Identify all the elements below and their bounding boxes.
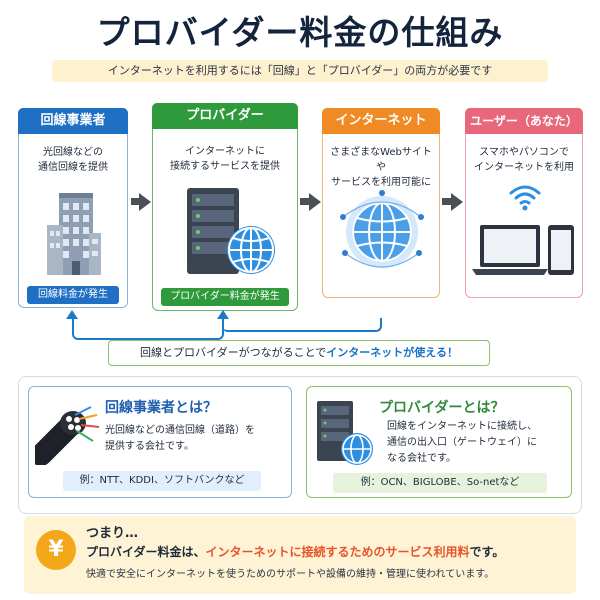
carrier-card: 回線事業者 光回線などの 通信回線を提供 回線料金が発生: [18, 108, 128, 308]
carrier-info-title: 回線事業者とは？: [105, 400, 217, 416]
carrier-card-desc: 光回線などの 通信回線を提供: [23, 145, 123, 175]
provider-examples: 例：OCN、BIGLOBE、So-netなど: [333, 473, 547, 493]
user-card-header: ユーザー（あなた）: [465, 108, 583, 134]
carrier-info-text: 光回線などの通信回線（道路）を 提供する会社です。: [105, 423, 255, 455]
connection-bracket-right: [222, 318, 382, 332]
fiber-cable-icon: [35, 406, 100, 465]
carrier-desc-line2: 通信回線を提供: [38, 162, 108, 173]
carrier-info-line2: 提供する会社です。: [105, 441, 194, 452]
server-globe-small-icon: [317, 401, 373, 465]
summary-lead: つまり…: [86, 526, 139, 541]
connection-bracket: [72, 318, 224, 340]
up-arrow-provider: [217, 310, 229, 319]
carrier-fee-label: 回線料金が発生: [27, 286, 119, 304]
subtitle-banner: インターネットを利用するには「回線」と「プロバイダー」の両方が必要です: [52, 60, 548, 82]
flow-arrow-2: [300, 193, 322, 211]
connection-note-highlight: インターネットが使える！: [326, 346, 458, 359]
carrier-card-header: 回線事業者: [18, 108, 128, 134]
user-card: ユーザー（あなた） スマホやパソコンで インターネットを利用: [465, 108, 583, 298]
internet-card-header: インターネット: [322, 108, 440, 134]
wifi-icon: [509, 185, 541, 211]
provider-card-desc: インターネットに 接続するサービスを提供: [157, 144, 293, 174]
summary-box: [24, 516, 576, 594]
user-card-desc: スマホやパソコンで インターネットを利用: [470, 145, 578, 175]
connection-note-text: 回線とプロバイダーがつながることで: [140, 346, 327, 359]
carrier-info-line1: 光回線などの通信回線（道路）を: [105, 425, 255, 436]
laptop-smartphone-icon: [472, 225, 574, 275]
provider-info-line2: 通信の出入口（ゲートウェイ）に: [387, 437, 537, 448]
provider-info-box: プロバイダーとは？ 回線をインターネットに接続し、 通信の出入口（ゲートウェイ）…: [306, 386, 572, 498]
user-desc-line2: インターネットを利用: [474, 162, 574, 173]
provider-desc-line1: インターネットに: [185, 146, 265, 157]
summary-highlight: インターネットに接続するためのサービス利用料: [205, 545, 470, 559]
provider-card: プロバイダー インターネットに 接続するサービスを提供 プロバイダー料金が発生: [152, 103, 298, 311]
summary-post: です。: [469, 545, 505, 559]
user-desc-line1: スマホやパソコンで: [479, 147, 569, 158]
flow-arrow-1: [131, 193, 151, 211]
summary-main: プロバイダー料金は、インターネットに接続するためのサービス利用料です。: [86, 543, 504, 560]
provider-info-line3: なる会社です。: [387, 453, 456, 464]
connection-note: 回線とプロバイダーがつながることでインターネットが使える！: [108, 340, 490, 366]
up-arrow-carrier: [66, 310, 78, 319]
internet-card-desc: さまざまなWebサイトや サービスを利用可能に: [327, 145, 435, 190]
carrier-desc-line1: 光回線などの: [43, 147, 103, 158]
internet-desc-line1: さまざまなWebサイトや: [330, 147, 432, 173]
summary-detail: 快適で安全にインターネットを使うためのサポートや設備の維持・管理に使われています…: [86, 569, 495, 580]
internet-desc-line2: サービスを利用可能に: [331, 177, 431, 188]
provider-info-text: 回線をインターネットに接続し、 通信の出入口（ゲートウェイ）に なる会社です。: [387, 419, 537, 467]
flow-arrow-3: [442, 193, 464, 211]
yen-icon: ¥: [36, 530, 76, 570]
carrier-info-box: 回線事業者とは？ 光回線などの通信回線（道路）を 提供する会社です。 例：NTT…: [28, 386, 292, 498]
provider-fee-label: プロバイダー料金が発生: [161, 288, 289, 306]
carrier-examples: 例：NTT、KDDI、ソフトバンクなど: [63, 471, 261, 491]
provider-info-line1: 回線をインターネットに接続し、: [387, 421, 537, 432]
server-globe-icon: [187, 188, 275, 274]
globe-network-icon: [340, 190, 424, 268]
provider-desc-line2: 接続するサービスを提供: [170, 161, 280, 172]
page-title: プロバイダー料金の仕組み: [96, 13, 504, 52]
info-section: [18, 376, 582, 514]
provider-info-title: プロバイダーとは？: [379, 400, 505, 416]
building-icon: [47, 193, 101, 275]
summary-pre: プロバイダー料金は、: [86, 545, 206, 559]
internet-card: インターネット さまざまなWebサイトや サービスを利用可能に: [322, 108, 440, 298]
provider-card-header: プロバイダー: [152, 103, 298, 129]
